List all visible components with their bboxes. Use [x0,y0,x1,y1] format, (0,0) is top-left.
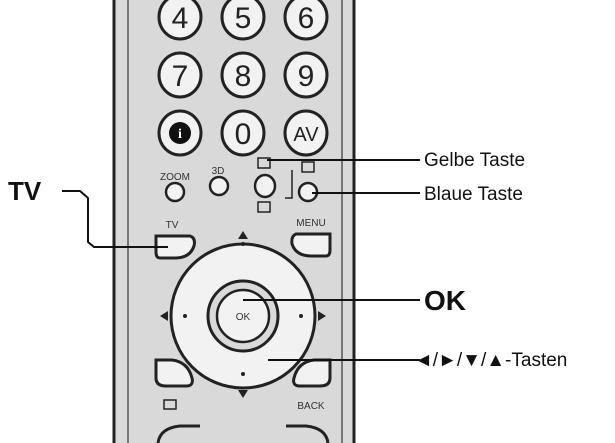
blue-key-icon [301,161,315,173]
down-arrow-icon [238,390,248,398]
menu-key[interactable]: MENU [290,218,332,258]
svg-text:OK: OK [236,312,251,323]
yellow-key-bottom-icon [257,201,271,213]
ok-key[interactable]: OK [206,279,280,353]
key-8[interactable]: 8 [220,51,266,99]
svg-text:i: i [178,127,182,142]
key-5[interactable]: 5 [220,0,266,41]
bottom-keys-partial [156,424,330,443]
callout-lines [62,159,420,361]
svg-text:AV: AV [293,124,319,146]
svg-text:5: 5 [235,2,252,35]
svg-text:3D: 3D [212,166,225,177]
svg-text:4: 4 [172,2,189,35]
key-6[interactable]: 6 [283,0,329,41]
key-7[interactable]: 7 [157,51,203,99]
blue-key[interactable] [297,161,319,203]
svg-text:MENU: MENU [296,218,325,229]
right-arrow-icon [318,311,326,321]
3d-key[interactable]: 3D [208,166,230,197]
svg-text:6: 6 [298,2,315,35]
key-9[interactable]: 9 [283,51,329,99]
svg-text:9: 9 [298,60,315,93]
zoom-key[interactable]: ZOOM [160,172,190,203]
callout-blue-key: Blaue Taste [424,184,523,205]
svg-text:BACK: BACK [297,401,325,412]
callout-arrow-keys: ◄/►/▼/▲-Tasten [414,350,567,371]
yellow-key[interactable] [253,157,277,213]
svg-text:TV: TV [166,220,179,231]
svg-text:ZOOM: ZOOM [160,172,190,183]
callout-yellow-key: Gelbe Taste [424,150,525,171]
yellow-key-top-icon [257,157,271,169]
key-0[interactable]: 0 [220,109,266,157]
callout-tv: TV [8,176,42,206]
guide-key[interactable] [154,358,194,410]
info-key[interactable]: i [157,109,203,157]
bracket-divider [285,170,293,199]
av-key[interactable]: AV [283,109,329,157]
svg-text:0: 0 [235,118,252,151]
key-4[interactable]: 4 [157,0,203,41]
left-arrow-icon [160,311,168,321]
tv-key[interactable]: TV [154,220,196,260]
svg-text:8: 8 [235,60,252,93]
callout-ok: OK [424,285,466,316]
up-arrow-icon [238,231,248,239]
back-key[interactable]: BACK [292,358,332,412]
guide-icon [163,399,177,410]
svg-text:7: 7 [172,60,189,93]
